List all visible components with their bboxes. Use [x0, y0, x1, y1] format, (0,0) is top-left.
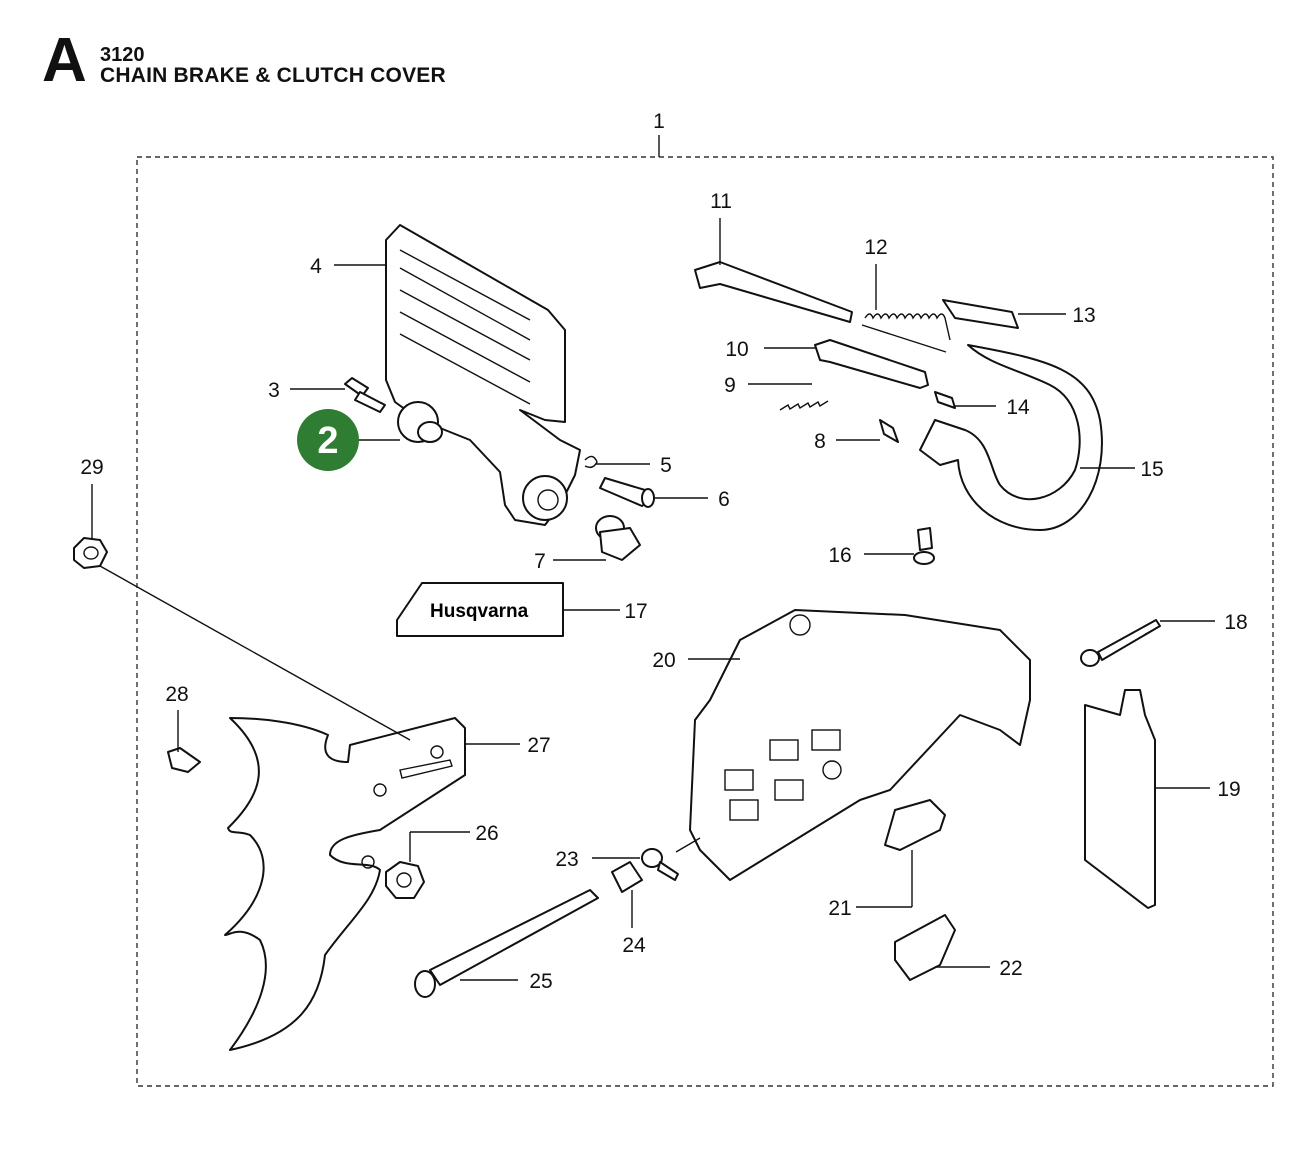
part-13-plate[interactable] [942, 299, 1019, 329]
part-28-screw[interactable] [167, 747, 201, 773]
callout-28: 28 [165, 683, 188, 706]
callout-6: 6 [718, 488, 730, 511]
callout-1: 1 [653, 110, 665, 133]
callout-19: 19 [1217, 778, 1240, 801]
callout-5: 5 [660, 454, 672, 477]
callout-25: 25 [529, 970, 552, 993]
part-4-brake-handle[interactable] [385, 224, 581, 526]
section-title: CHAIN BRAKE & CLUTCH COVER [100, 64, 446, 87]
part-18-bolt[interactable] [1080, 619, 1161, 667]
part-9-spring[interactable] [779, 400, 829, 411]
part-11-rod[interactable] [694, 261, 853, 323]
callout-20: 20 [652, 649, 675, 672]
callout-9: 9 [724, 374, 736, 397]
callout-17: 17 [624, 600, 647, 623]
callout-18: 18 [1224, 611, 1247, 634]
part-16-screw[interactable] [913, 527, 935, 565]
part-24-washer[interactable] [611, 861, 643, 893]
callout-21: 21 [828, 897, 851, 920]
part-21-knob[interactable] [884, 799, 946, 851]
callout-11: 11 [710, 190, 732, 213]
part-2-bushing[interactable] [397, 401, 443, 443]
section-letter: A [42, 26, 87, 95]
callout-13: 13 [1072, 304, 1095, 327]
part-25-bolt[interactable] [414, 889, 599, 998]
part-26-nut[interactable] [385, 861, 425, 899]
callout-4: 4 [310, 255, 322, 278]
callout-12: 12 [864, 236, 887, 259]
part-3-screw[interactable] [344, 377, 386, 413]
part-15-brake-band[interactable] [919, 344, 1103, 531]
part-27-bumper-spike[interactable] [224, 717, 466, 1051]
brand-label: Husqvarna [430, 601, 529, 622]
part-5-clip[interactable] [584, 455, 598, 469]
part-23-nut[interactable] [641, 848, 679, 881]
part-7-pivot[interactable] [595, 515, 641, 561]
part-8-pin[interactable] [879, 419, 899, 443]
callout-16: 16 [828, 544, 851, 567]
callout-3: 3 [268, 379, 280, 402]
callout-7: 7 [534, 550, 546, 573]
part-17-decal[interactable] [396, 582, 564, 637]
part-22-cap[interactable] [894, 914, 956, 981]
callout-15: 15 [1140, 458, 1163, 481]
part-6-pin[interactable] [599, 477, 655, 508]
callout-14: 14 [1006, 396, 1030, 419]
part-19-plate[interactable] [1084, 689, 1156, 909]
callout-22: 22 [999, 957, 1022, 980]
part-12-spring[interactable] [861, 313, 951, 353]
highlight-label: 2 [317, 420, 338, 462]
callout-29: 29 [80, 456, 103, 479]
callout-8: 8 [814, 430, 826, 453]
callout-26: 26 [475, 822, 498, 845]
callout-10: 10 [725, 338, 748, 361]
callout-24: 24 [622, 934, 646, 957]
part-10-lever[interactable] [814, 339, 929, 389]
kit-boundary [136, 156, 1274, 1087]
part-20-clutch-cover[interactable] [689, 609, 1031, 881]
section-code: 3120 [100, 44, 145, 66]
callout-23: 23 [555, 848, 578, 871]
part-29-nut[interactable] [73, 537, 108, 569]
part-14-pin[interactable] [934, 391, 956, 409]
highlighted-part-badge[interactable]: 2 [297, 409, 359, 471]
callout-27: 27 [527, 734, 550, 757]
